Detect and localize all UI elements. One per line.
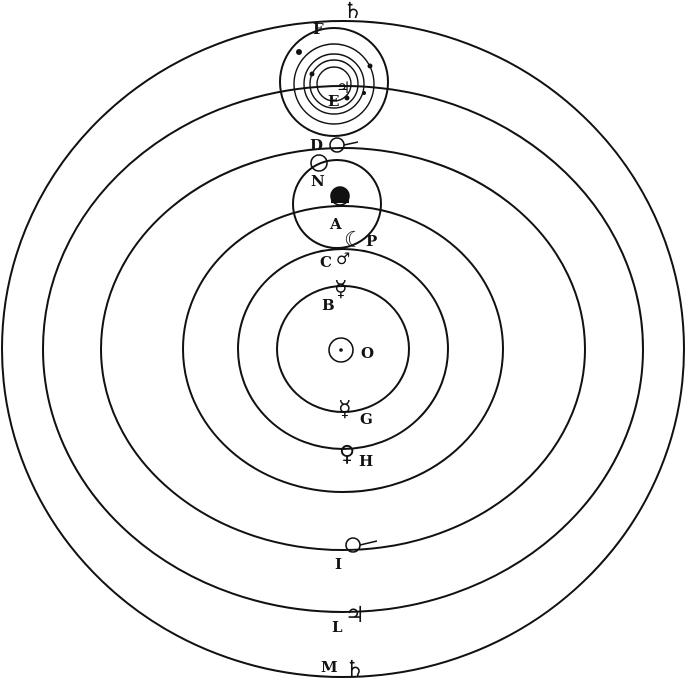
label-p: P: [366, 232, 377, 250]
label-i: I: [335, 555, 342, 573]
earth-shadow: [331, 187, 349, 203]
jupiter-system-outer-ring: [279, 27, 389, 137]
jupiter-moon-orbit-3: [303, 53, 365, 115]
jupiter-moon-2: [367, 63, 373, 69]
label-c: C: [320, 253, 332, 271]
saturn-symbol-m: ♄: [345, 657, 365, 681]
mars-symbol-c: ♂: [336, 249, 350, 268]
jupiter-symbol-l: ♃: [345, 603, 365, 628]
saturn-symbol-top: ♄: [343, 0, 363, 24]
jupiter-moon-3: [309, 71, 315, 77]
label-a: A: [329, 215, 342, 233]
label-o: O: [361, 344, 374, 362]
moon-orbit-ring: [292, 159, 382, 249]
label-n: N: [311, 172, 325, 190]
sun-center-dot: [339, 348, 343, 352]
jupiter-symbol-e: ♃: [336, 78, 350, 97]
planet-mark-d-arrow: [343, 141, 359, 146]
orbit-earth: [182, 205, 504, 493]
moon-symbol-p: ☾: [344, 228, 364, 253]
jupiter-moon-orbit-1: [316, 66, 352, 102]
label-d: D: [310, 136, 323, 154]
jupiter-moon-orbit-4: [293, 43, 375, 125]
jupiter-moon-1: [296, 49, 302, 55]
venus-symbol-h: ♀: [339, 442, 355, 467]
orbit-jupiter: [42, 85, 644, 613]
outer-orbit-saturn: [1, 20, 685, 678]
mercury-symbol-b: ☿: [334, 277, 348, 302]
label-l: L: [332, 618, 343, 636]
orbit-mars: [100, 147, 586, 551]
label-f: F: [313, 20, 324, 38]
mercury-symbol-g: ☿: [338, 397, 352, 422]
orbit-mercury: [276, 285, 410, 413]
label-e: E: [328, 92, 339, 110]
label-m: M: [321, 658, 338, 676]
sun-icon: [328, 337, 354, 363]
label-h: H: [359, 452, 373, 470]
jupiter-moon-4: [344, 95, 350, 101]
label-g: G: [360, 410, 373, 428]
planet-mark-d: [329, 137, 345, 153]
orbit-venus: [237, 248, 449, 450]
planet-mark-i-arrow: [359, 540, 378, 546]
jupiter-moon-orbit-2: [309, 59, 359, 109]
moon-position-n: [310, 154, 328, 172]
label-b: B: [322, 296, 335, 314]
jupiter-moon-5: [362, 91, 366, 95]
